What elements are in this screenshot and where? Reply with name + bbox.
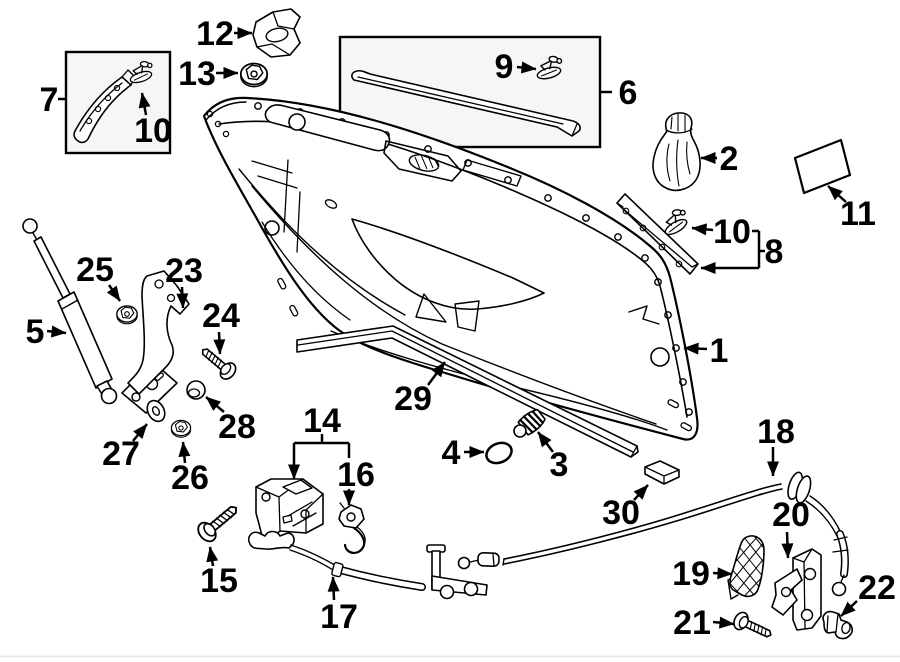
part-label-12: 12 [196,15,234,53]
part-14-latch [255,478,324,539]
part-label-23: 23 [165,252,203,290]
part-label-13: 13 [178,55,216,93]
part-label-3: 3 [550,446,569,484]
callout-arrow [178,441,191,464]
part-label-16: 16 [337,456,375,494]
part-8-strip-group [616,193,699,275]
part-label-29: 29 [394,380,432,418]
part-label-6: 6 [619,74,638,112]
part-3-stud [513,408,546,438]
part-21-bolt [730,609,776,644]
part-25-nut [116,305,138,325]
part-label-28: 28 [218,408,256,446]
part-27-washer [146,399,166,423]
part-label-20: 20 [772,496,810,534]
callout-arrow [206,546,219,567]
callout-arrow [138,92,151,116]
part-label-1: 1 [710,332,729,370]
part-20-bracket [771,548,822,631]
callout-arrow [213,331,226,355]
callout-arrow [781,531,794,559]
part-label-10: 10 [134,112,172,150]
part-2-bumper [652,112,701,192]
part-label-22: 22 [858,569,896,607]
callout-arrow [516,61,537,74]
part-5-gas-strut [22,218,118,405]
part-24-bolt [196,342,240,383]
part-label-24: 24 [202,297,240,335]
part-label-11: 11 [840,195,876,233]
part-15-bolt [193,498,244,546]
callout-arrow [712,567,733,580]
part-label-17: 17 [320,598,358,636]
callout-arrow [840,600,858,617]
part-label-27: 27 [102,435,140,473]
callout-arrow [712,616,735,629]
callout-arrow [683,342,708,355]
callout-arrow [327,576,340,601]
callout-arrow [633,484,649,501]
part-29-seal-strip [296,325,639,458]
callout-arrow [106,284,122,302]
part-19-handle-pad [727,535,765,600]
part-28-grommet [186,380,206,400]
part-1-hood-panel [202,96,699,441]
part-13-nut [239,62,269,88]
part-7-seal-group [73,57,157,144]
part-17-cable-front [247,530,500,600]
callout-arrow [132,423,148,442]
callout-arrow [205,396,225,413]
callout-arrow [176,286,189,309]
part-label-8: 8 [765,233,784,271]
callout-arrow [426,361,447,386]
part-label-9: 9 [495,48,514,86]
part-label-15: 15 [200,562,238,600]
part-label-30: 30 [602,494,640,532]
part-16-striker [338,502,366,555]
part-30-bumper-block [644,460,680,485]
callout-arrow [691,223,714,236]
part-label-4: 4 [442,434,461,472]
part-23-hinge [121,270,190,414]
callout-arrow [46,325,67,338]
part-11-label-plate [793,138,852,195]
part-22-clip [822,610,853,640]
part-18-cable-rear [502,471,849,597]
part-label-10: 10 [713,213,751,251]
part-label-26: 26 [171,459,209,497]
part-label-19: 19 [672,555,710,593]
part-label-2: 2 [720,140,739,178]
part-12-bracket [252,8,301,58]
part-label-21: 21 [673,604,711,642]
part-label-7: 7 [40,81,59,119]
part-4-ring [485,441,513,465]
part-label-14: 14 [303,402,341,440]
callout-arrow [827,185,847,203]
part-6-molding-group [351,52,581,137]
part-26-nut [170,419,192,438]
part-label-18: 18 [757,413,795,451]
callout-arrow [537,431,554,453]
part-label-25: 25 [76,251,114,289]
part-label-5: 5 [26,313,45,351]
